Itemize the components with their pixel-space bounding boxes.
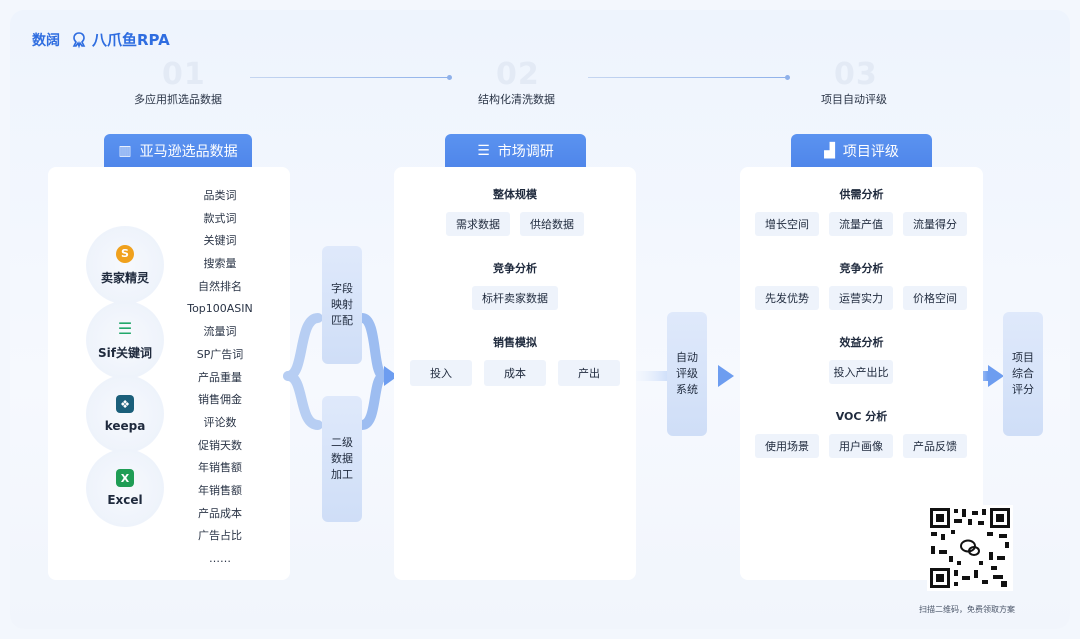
bar-chart-icon: ▥: [118, 142, 132, 159]
step-1-label: 多应用抓选品数据: [134, 93, 222, 106]
step-connector-2: [588, 75, 790, 80]
field-item: SP广告词: [196, 347, 244, 361]
source-name: 卖家精灵: [100, 270, 149, 285]
metric-chip: 标杆卖家数据: [472, 286, 558, 310]
section-heading: 竞争分析: [839, 262, 884, 275]
keepa-icon: ❖: [116, 395, 134, 413]
source-name: keepa: [104, 419, 146, 433]
metric-chip: 投入产出比: [829, 360, 893, 384]
source-item: ❖ keepa: [86, 375, 164, 453]
field-item: 促销天数: [198, 438, 242, 452]
list-check-icon: ☰: [477, 142, 490, 159]
flow-arrow-split: [283, 371, 323, 430]
flow-arrow-merge: [360, 313, 387, 381]
qr-code[interactable]: [927, 505, 1013, 591]
metric-chip: 先发优势: [755, 286, 819, 310]
flow-arrow-merge: [360, 371, 387, 430]
excel-icon: X: [116, 469, 134, 487]
field-item: 产品重量: [198, 370, 242, 384]
qr-caption: 扫描二维码，免费领取方案: [919, 605, 1015, 614]
field-item: 产品成本: [198, 506, 242, 520]
field-item: 品类词: [203, 189, 237, 202]
secondary-processing-text: 二级数据加工: [331, 436, 353, 481]
overall-score-box: 项目综合评分: [1003, 312, 1043, 436]
metric-chip: 流量产值: [829, 212, 893, 236]
field-item: 年销售额: [198, 461, 242, 475]
brand-name-shukuo: 数阔: [32, 32, 60, 49]
metric-chip: 流量得分: [903, 212, 967, 236]
field-item: 评论数: [203, 415, 237, 429]
section-heading: 销售模拟: [493, 336, 537, 349]
auto-rating-system-text: 自动评级系统: [676, 351, 698, 396]
field-item: Top100ASIN: [187, 302, 253, 316]
metric-chip: 价格空间: [903, 286, 967, 310]
source-name: Excel: [107, 493, 143, 507]
field-item: 自然排名: [198, 279, 242, 293]
qr-code-image: [927, 505, 1013, 591]
panel2-title: 市场调研: [497, 143, 554, 160]
metric-chip: 产品反馈: [903, 434, 967, 458]
auto-rating-system-box: 自动评级系统: [667, 312, 707, 436]
field-item: 关键词: [203, 234, 237, 248]
metric-chip: 供给数据: [520, 212, 584, 236]
step-2-number: 02: [496, 57, 540, 92]
field-mapping-box: 字段映射匹配: [322, 246, 362, 364]
step-2-label: 结构化清洗数据: [478, 93, 555, 106]
step-connector-1: [250, 75, 452, 80]
field-mapping-text: 字段映射匹配: [331, 282, 353, 327]
source-name: Sif关键词: [98, 345, 152, 360]
panel1-title: 亚马逊选品数据: [139, 143, 238, 160]
brand-bar: 数阔 八爪鱼RPA: [32, 29, 170, 50]
metric-chip: 用户画像: [829, 434, 893, 458]
step-1-number: 01: [162, 57, 206, 92]
field-item: ……: [209, 552, 231, 565]
step-3-label: 项目自动评级: [821, 93, 887, 106]
field-item: 流量词: [203, 325, 237, 339]
metric-chip: 产出: [558, 360, 620, 386]
source-item: X Excel: [86, 449, 164, 527]
field-item: 年销售额: [198, 483, 242, 497]
metric-chip: 投入: [410, 360, 472, 386]
section-heading: 效益分析: [839, 336, 884, 349]
field-item: 销售佣金: [198, 393, 242, 407]
field-item: 搜索量: [203, 257, 237, 271]
arrow-head: [718, 365, 734, 387]
section-heading: VOC 分析: [835, 410, 888, 423]
section-heading: 整体规模: [493, 188, 537, 201]
field-item: 广告占比: [198, 529, 242, 543]
sif-list-icon: ☰: [117, 319, 133, 338]
source-item: ☰ Sif关键词: [86, 301, 164, 379]
metric-chip: 使用场景: [755, 434, 819, 458]
rating-chart-icon: ▟: [824, 142, 835, 159]
panel3-title: 项目评级: [842, 143, 899, 160]
panel2-title-tab: ☰ 市场调研: [445, 134, 586, 167]
field-item: 款式词: [203, 211, 237, 225]
metric-chip: 需求数据: [446, 212, 510, 236]
section-heading: 供需分析: [839, 188, 884, 201]
step-3-number: 03: [834, 57, 878, 92]
panel1-title-tab: ▥ 亚马逊选品数据: [104, 134, 252, 167]
brand-name-text: 八爪鱼RPA: [92, 31, 170, 49]
source-item: S 卖家精灵: [86, 226, 164, 304]
octopus-logo-icon: [72, 31, 86, 49]
brand-name-bazhuayu: 八爪鱼RPA: [70, 29, 170, 50]
metric-chip: 增长空间: [755, 212, 819, 236]
metric-chip: 成本: [484, 360, 546, 386]
metric-chip: 运营实力: [829, 286, 893, 310]
seller-sprite-icon: S: [116, 244, 134, 263]
panel3-title-tab: ▟ 项目评级: [791, 134, 932, 167]
chat-bubble-icon: [960, 539, 980, 556]
arrow-head: [384, 366, 398, 386]
arrow-head: [988, 365, 1004, 387]
secondary-processing-box: 二级数据加工: [322, 396, 362, 522]
overall-score-text: 项目综合评分: [1012, 351, 1034, 396]
flow-arrow-split: [283, 313, 323, 381]
section-heading: 竞争分析: [493, 262, 537, 275]
field-list: 品类词 款式词 关键词 搜索量 自然排名 Top100ASIN 流量词 SP广告…: [175, 185, 265, 571]
panel1-body: [48, 167, 290, 580]
